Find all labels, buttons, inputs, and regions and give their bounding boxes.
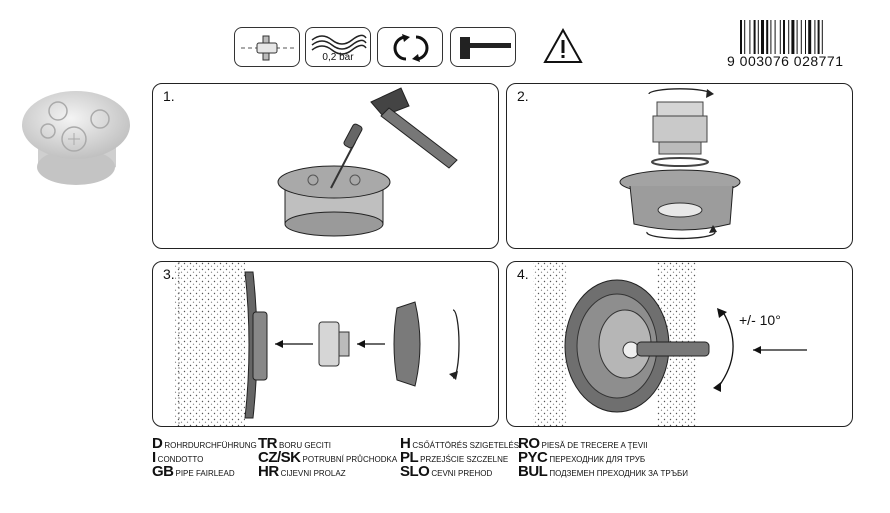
legend-item: CZ/SKpotrubní průchodka xyxy=(258,449,398,466)
gland-assembly-illustration xyxy=(619,88,741,240)
legend-col-3: Hcsőáttörés szigetelés PLprzejście szcze… xyxy=(400,435,520,480)
legend-item: SLOcevni prehod xyxy=(400,463,493,480)
legend-item: Hcsőáttörés szigetelés xyxy=(400,435,520,452)
pressure-icon-box: 0,2 bar xyxy=(305,27,371,67)
angle-label: +/- 10° xyxy=(739,312,781,328)
barcode-image xyxy=(740,20,823,54)
warning-icon xyxy=(543,27,583,63)
step-3-panel: 3. xyxy=(152,261,499,427)
legend-col-1: DRohrdurchführung Icondotto GBpipe fairl… xyxy=(152,435,257,480)
legend-item: PYCпереходник для труб xyxy=(518,449,646,466)
barcode-number: 9 003076 028771 xyxy=(727,53,844,69)
step-2-number: 2. xyxy=(517,88,529,104)
hammer-icon xyxy=(460,37,511,59)
step-3-number: 3. xyxy=(163,266,175,282)
legend-col-2: TRboru geciti CZ/SKpotrubní průchodka HR… xyxy=(258,435,398,480)
cut-membrane-illustration xyxy=(277,87,458,237)
legend-item: HRcijevni prolaz xyxy=(258,463,346,480)
wall-insertion-illustration xyxy=(175,262,460,426)
pipe-through-wall-icon xyxy=(241,35,295,61)
pressure-label: 0,2 bar xyxy=(322,52,354,63)
legend-item: PLprzejście szczelne xyxy=(400,449,509,466)
angle-adjust-illustration xyxy=(533,262,807,426)
rotate-icon-box xyxy=(377,27,443,67)
step-2-panel: 2. xyxy=(506,83,853,249)
hammer-icon-box xyxy=(450,27,516,67)
legend-item: GBpipe fairlead xyxy=(152,463,235,480)
step-4-panel: 4. +/- 10° xyxy=(506,261,853,427)
legend-col-4: ROpiesă de trecere a ţevii PYCпереходник… xyxy=(518,435,689,480)
legend-item: BULподземен преходник за тръби xyxy=(518,463,689,480)
water-pressure-icon xyxy=(311,34,367,55)
legend-item: DRohrdurchführung xyxy=(152,435,257,452)
product-photo xyxy=(22,91,130,185)
step-4-number: 4. xyxy=(517,266,529,282)
rotate-icon xyxy=(393,34,429,62)
pipe-through-wall-icon-box xyxy=(234,27,300,67)
step-1-panel: 1. xyxy=(152,83,499,249)
step-1-number: 1. xyxy=(163,88,175,104)
legend-item: TRboru geciti xyxy=(258,435,332,452)
legend-item: ROpiesă de trecere a ţevii xyxy=(518,435,648,452)
legend-item: Icondotto xyxy=(152,449,204,466)
